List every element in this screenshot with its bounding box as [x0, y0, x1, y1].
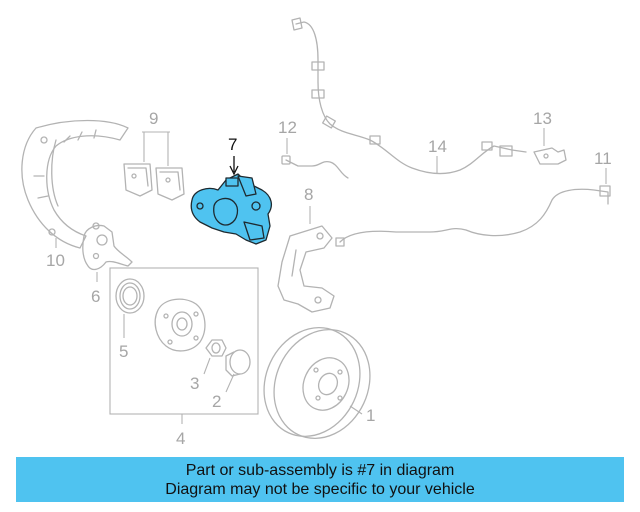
callout-12: 12: [278, 118, 297, 137]
dust-cap-part: [225, 349, 251, 377]
callout-5: 5: [119, 342, 128, 361]
callout-7: 7: [228, 135, 237, 154]
brake-hose-12-part: [281, 155, 349, 179]
tone-ring-part: [115, 278, 145, 314]
knuckle-part: [82, 224, 133, 271]
callout-2: 2: [212, 392, 221, 411]
callout-6: 6: [91, 287, 100, 306]
hub-assembly-box: [109, 267, 259, 415]
caliper-bracket-part: [277, 225, 335, 313]
banner-line-2: Diagram may not be specific to your vehi…: [165, 481, 475, 498]
parts-diagram: 10 9 6 4 5 3: [21, 17, 612, 448]
callout-1: 1: [366, 406, 375, 425]
callout-11: 11: [594, 149, 612, 168]
info-banner: Part or sub-assembly is #7 in diagram Di…: [16, 457, 624, 502]
callout-13: 13: [533, 109, 552, 128]
splash-shield-part: [21, 119, 129, 249]
brake-pads-part: [123, 163, 185, 201]
callout-10: 10: [46, 251, 65, 270]
callout-4: 4: [176, 429, 185, 448]
sensor-cable-part: [291, 17, 527, 175]
hub-nut-part: [205, 339, 227, 357]
brake-caliper-highlighted-part: [190, 173, 273, 245]
callout-8: 8: [304, 185, 313, 204]
banner-line-1: Part or sub-assembly is #7 in diagram: [185, 462, 455, 479]
wheel-speed-sensor-part: [533, 147, 567, 165]
callout-3: 3: [190, 374, 199, 393]
hub-flange-part: [154, 298, 206, 352]
callout-14: 14: [428, 137, 447, 156]
callout-9: 9: [149, 109, 158, 128]
brake-rotor-part: [263, 327, 371, 439]
brake-line-part: [335, 185, 611, 247]
